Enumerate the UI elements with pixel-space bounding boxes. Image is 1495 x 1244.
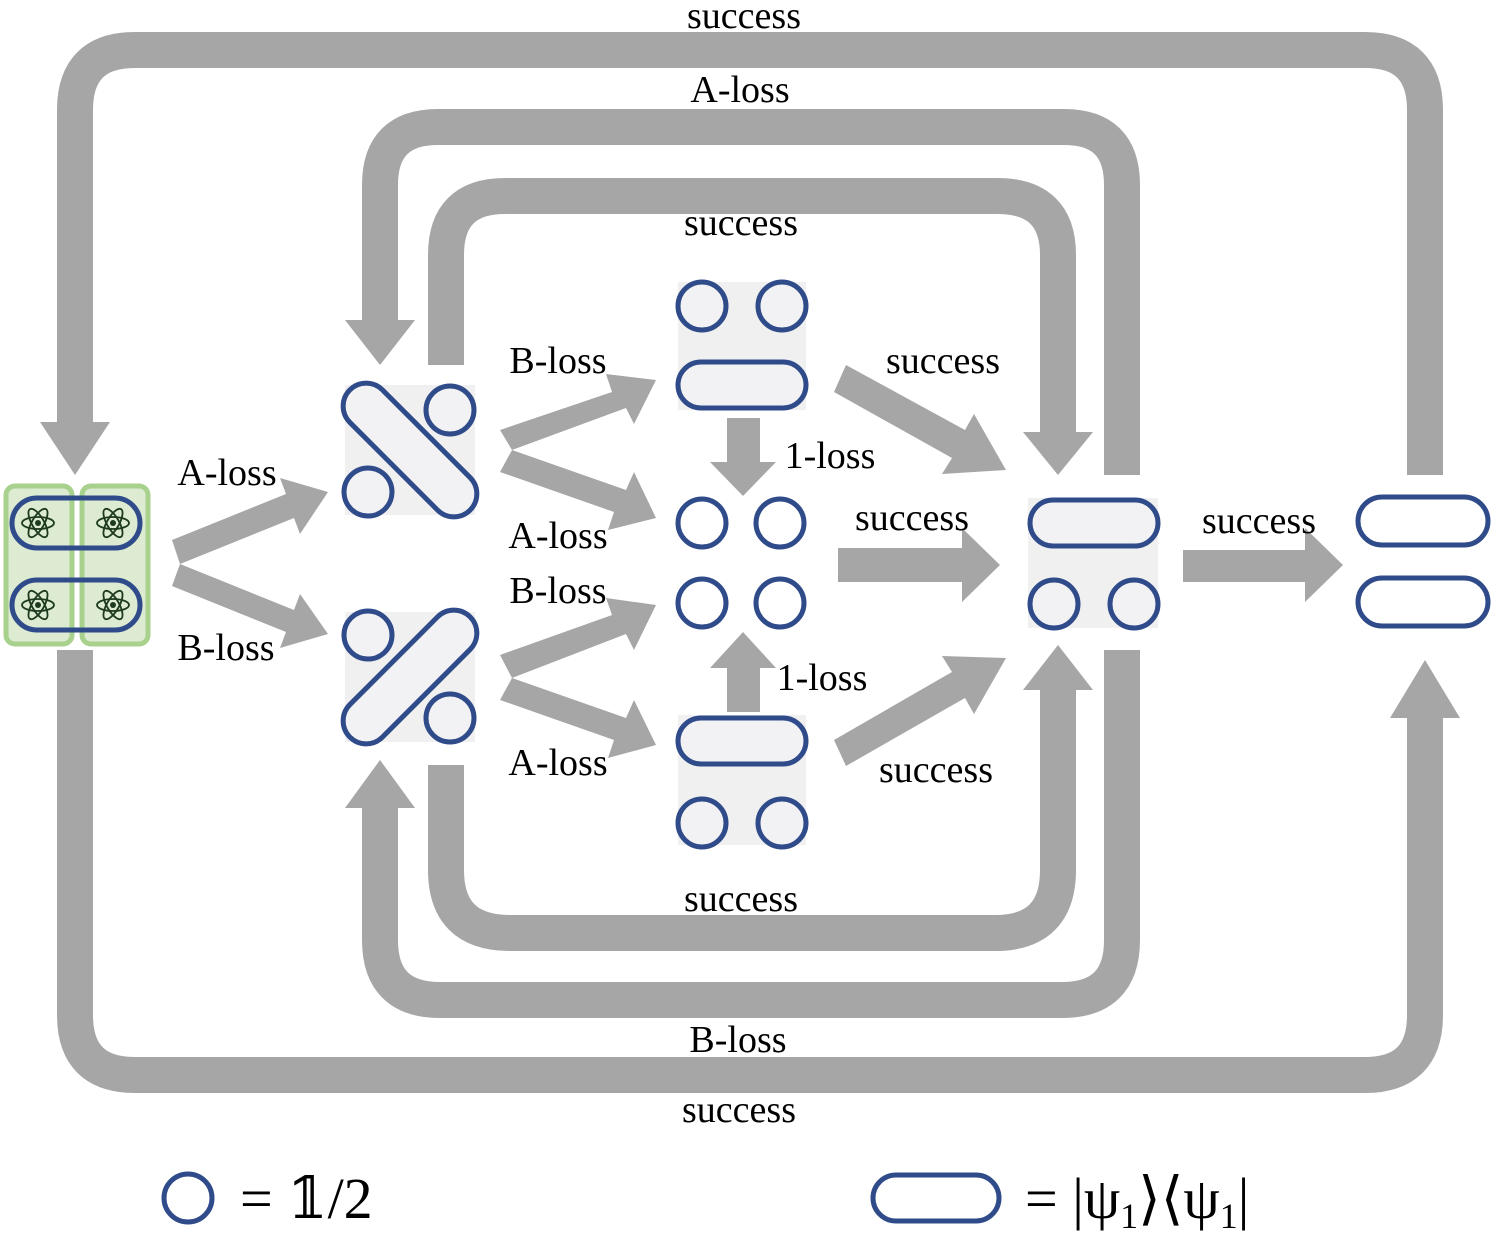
- arrowhead-into-initial: [40, 422, 110, 475]
- arrow-top-one-loss: [710, 418, 776, 496]
- label-aloss-lower: A-loss: [508, 742, 607, 784]
- arrow-lower-aloss: [500, 678, 656, 758]
- label-inner-bottom-success: success: [684, 878, 798, 920]
- arrowhead-into-right-from-top: [1023, 432, 1093, 475]
- arrow-bottom-success: [834, 656, 1006, 766]
- label-one-loss-bottom: 1-loss: [777, 657, 868, 699]
- legend-circle-symbol: [161, 1171, 215, 1225]
- bottom-state: [675, 715, 809, 850]
- legend-pill-part1: = |ψ: [1025, 1166, 1120, 1231]
- straight-arrows: [172, 365, 1343, 766]
- label-success-final: success: [1202, 500, 1316, 542]
- label-inner-top-success: success: [684, 202, 798, 244]
- lower-inner-success-loop: [428, 690, 1076, 951]
- outer-bottom-success-loop: [57, 650, 1443, 1093]
- label-success-middle: success: [855, 497, 969, 539]
- arrowhead-into-upper-pair: [345, 320, 415, 365]
- outer-top-success-loop: [57, 32, 1443, 475]
- lower-bloss-loop: [362, 650, 1140, 1018]
- arrow-bottom-one-loss: [710, 632, 776, 712]
- legend-pill-sub2: 1: [1220, 1196, 1238, 1236]
- label-aloss-upper: A-loss: [508, 515, 607, 557]
- mixed-state: [675, 496, 807, 630]
- arrow-middle-success: [838, 528, 1000, 602]
- label-one-loss-top: 1-loss: [785, 435, 876, 477]
- arrow-top-success: [834, 365, 1006, 474]
- initial-state: [3, 483, 151, 647]
- legend-pill-part2: ⟩⟨ψ: [1138, 1166, 1220, 1231]
- label-top-success: success: [687, 0, 801, 37]
- final-state: [1355, 494, 1491, 629]
- legend-pill-text: = |ψ1⟩⟨ψ1|: [1025, 1166, 1249, 1236]
- upper-inner-success-loop: [428, 178, 1076, 440]
- label-success-upper-right: success: [886, 340, 1000, 382]
- legend-pill-symbol: [870, 1172, 1002, 1224]
- arrow-final-success: [1183, 528, 1343, 602]
- legend-pill-sub1: 1: [1120, 1196, 1138, 1236]
- arrowhead-into-right-from-bottom: [1023, 645, 1093, 690]
- label-bottom-success: success: [682, 1089, 796, 1131]
- label-success-lower-right: success: [879, 749, 993, 791]
- upper-split-state: [340, 380, 480, 520]
- label-bloss-left: B-loss: [177, 627, 274, 669]
- legend: = 𝟙/2 = |ψ1⟩⟨ψ1|: [161, 1166, 1249, 1236]
- label-bloss-lower: B-loss: [509, 570, 606, 612]
- arrow-upper-aloss: [500, 450, 656, 530]
- arrowhead-into-final: [1390, 660, 1460, 718]
- legend-pill-part3: |: [1238, 1166, 1250, 1231]
- arrow-lower-bloss: [500, 598, 656, 678]
- arrow-initial-to-lower: [172, 564, 328, 648]
- right-state: [1027, 497, 1161, 631]
- arrow-upper-bloss: [500, 374, 656, 450]
- label-top-aloss: A-loss: [690, 69, 789, 111]
- upper-aloss-loop: [362, 109, 1140, 475]
- edge-labels: success A-loss success A-loss B-loss B-l…: [177, 0, 1316, 1131]
- label-bloss-upper: B-loss: [509, 340, 606, 382]
- label-aloss-left: A-loss: [177, 452, 276, 494]
- legend-circle-text: = 𝟙/2: [240, 1166, 373, 1231]
- loop-arrowheads: [40, 320, 1460, 808]
- top-state: [675, 279, 809, 411]
- arrowhead-into-lower-pair: [345, 760, 415, 808]
- loop-paths: [57, 32, 1443, 1093]
- arrow-initial-to-upper: [172, 478, 328, 564]
- label-bottom-bloss: B-loss: [689, 1019, 786, 1061]
- lower-split-state: [340, 607, 480, 747]
